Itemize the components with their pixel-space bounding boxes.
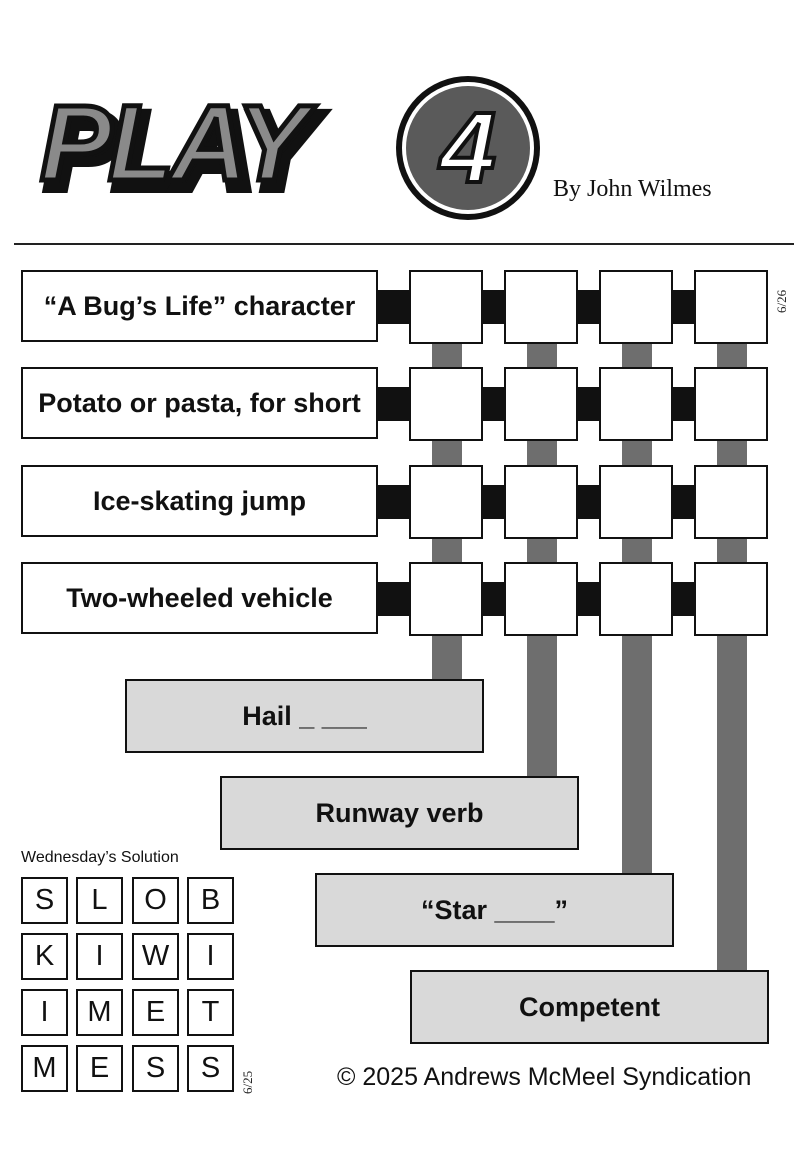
solution-cell: I [187,933,234,980]
solution-cell: I [21,989,68,1036]
solution-cell: S [132,1045,179,1092]
column-clue-2: Runway verb [220,776,579,850]
solution-date: 6/25 [240,1070,255,1094]
logo-number: 4 [438,92,496,204]
header-divider [14,243,794,245]
column-clue-4: Competent [410,970,769,1044]
answer-cell-r2c2[interactable] [504,367,578,441]
solution-cell: O [132,877,179,924]
logo-text: PLAY [40,82,317,203]
answer-cell-r4c4[interactable] [694,562,768,636]
solution-title: Wednesday’s Solution [21,849,179,866]
answer-cell-r3c3[interactable] [599,465,673,539]
solution-cell: T [187,989,234,1036]
solution-cell: E [76,1045,123,1092]
answer-cell-r4c3[interactable] [599,562,673,636]
solution-cell: S [21,877,68,924]
row-clue-1: “A Bug’s Life” character [21,270,378,342]
column-clue-3: “Star ____” [315,873,674,947]
play4-logo: PLAY PLAY 4 [38,76,540,220]
byline: By John Wilmes [553,176,712,202]
solution-cell: M [21,1045,68,1092]
answer-cell-r2c3[interactable] [599,367,673,441]
answer-cell-r1c1[interactable] [409,270,483,344]
solution-cell: B [187,877,234,924]
answer-cell-r1c4[interactable] [694,270,768,344]
solution-cell: M [76,989,123,1036]
logo-shadow-text: PLAY [46,90,323,211]
solution-cell: L [76,877,123,924]
column-clue-1: Hail _ ___ [125,679,484,753]
logo-circle-inner [402,82,534,214]
solution-cell: W [132,933,179,980]
puzzle-date: 6/26 [774,289,789,313]
answer-cell-r4c1[interactable] [409,562,483,636]
row-clue-2: Potato or pasta, for short [21,367,378,439]
row-clue-3: Ice-skating jump [21,465,378,537]
column-connector-4 [717,340,747,974]
row-clue-4: Two-wheeled vehicle [21,562,378,634]
answer-cell-r3c2[interactable] [504,465,578,539]
answer-cell-r1c2[interactable] [504,270,578,344]
solution-cell: I [76,933,123,980]
answer-cell-r4c2[interactable] [504,562,578,636]
answer-cell-r2c4[interactable] [694,367,768,441]
copyright-notice: © 2025 Andrews McMeel Syndication [337,1063,752,1091]
answer-cell-r3c4[interactable] [694,465,768,539]
solution-cell: S [187,1045,234,1092]
answer-cell-r1c3[interactable] [599,270,673,344]
answer-cell-r3c1[interactable] [409,465,483,539]
answer-cell-r2c1[interactable] [409,367,483,441]
solution-cell: E [132,989,179,1036]
solution-cell: K [21,933,68,980]
